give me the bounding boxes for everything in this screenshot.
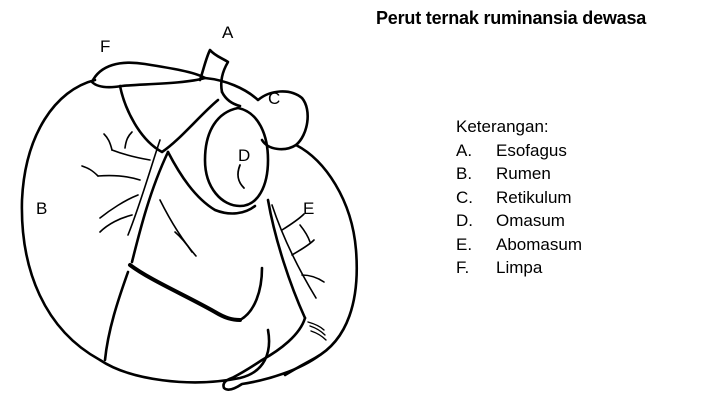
omasum-fold bbox=[238, 165, 244, 188]
label-c: C bbox=[268, 89, 280, 108]
esophagus-neck bbox=[222, 92, 240, 106]
legend-name: Limpa bbox=[496, 256, 542, 280]
reticulum-top bbox=[120, 86, 218, 152]
label-e: E bbox=[303, 199, 314, 218]
label-d: D bbox=[238, 146, 250, 165]
legend-heading: Keterangan: bbox=[456, 115, 582, 139]
rumen-lower-groove bbox=[105, 272, 128, 360]
legend-item-rumen: B. Rumen bbox=[456, 162, 582, 186]
esophagus-outline bbox=[200, 50, 228, 92]
legend-letter: D. bbox=[456, 209, 496, 233]
legend-item-retikulum: C. Retikulum bbox=[456, 186, 582, 210]
rumen-pillar-line bbox=[130, 265, 240, 320]
label-b: B bbox=[36, 199, 47, 218]
legend-name: Abomasum bbox=[496, 233, 582, 257]
legend-letter: C. bbox=[456, 186, 496, 210]
omasum-outline bbox=[205, 108, 268, 206]
legend-item-omasum: D. Omasum bbox=[456, 209, 582, 233]
legend-item-limpa: F. Limpa bbox=[456, 256, 582, 280]
legend: Keterangan: A. Esofagus B. Rumen C. Reti… bbox=[456, 115, 582, 280]
label-f: F bbox=[100, 37, 110, 56]
duodenum-outline bbox=[223, 355, 320, 390]
legend-name: Omasum bbox=[496, 209, 565, 233]
rumen-lower-fold bbox=[240, 268, 262, 320]
legend-letter: E. bbox=[456, 233, 496, 257]
legend-name: Esofagus bbox=[496, 139, 567, 163]
label-a: A bbox=[222, 23, 234, 42]
legend-name: Retikulum bbox=[496, 186, 572, 210]
rumen-outline bbox=[22, 80, 269, 382]
legend-letter: F. bbox=[456, 256, 496, 280]
legend-item-abomasum: E. Abomasum bbox=[456, 233, 582, 257]
pylorus-rings bbox=[308, 322, 326, 340]
spleen-outline bbox=[92, 63, 205, 87]
legend-letter: A. bbox=[456, 139, 496, 163]
legend-name: Rumen bbox=[496, 162, 551, 186]
legend-item-esofagus: A. Esofagus bbox=[456, 139, 582, 163]
legend-letter: B. bbox=[456, 162, 496, 186]
